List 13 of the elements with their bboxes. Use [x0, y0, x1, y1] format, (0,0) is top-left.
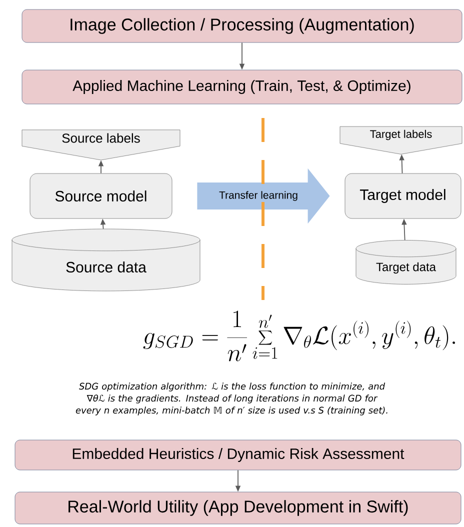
model-box: Source model — [30, 173, 172, 219]
stage-box: Image Collection / Processing (Augmentation) — [22, 9, 462, 43]
stage-box: Applied Machine Learning (Train, Test, & Optimize) — [22, 70, 462, 104]
model-box: Target model — [344, 173, 462, 219]
data-cylinder: Target data — [356, 240, 456, 284]
stage-box: Embedded Heuristics / Dynamic Risk Assessment — [14, 440, 462, 470]
label-tag: Target labels — [340, 126, 462, 154]
edge-label: Transfer learning — [218, 190, 299, 202]
label-tag: Source labels — [22, 130, 180, 160]
formula: $g_{SGD} = \frac{1}{n'} \sum_{i=1}^{n'} \nabla_{\theta} \mathcal{L}(x^{(i)}, y^{(i)}, \theta_t).$ — [143, 310, 455, 362]
caption: SDG optimization algorithm: ℒ is the loss function to minimize, and ∇θℒ is the gradients. Instead of long iterations in normal GD for every n examples, mini-batch 𝕄 of n′ size is used v.s S (training set). — [76, 382, 388, 416]
stage-box: Real-World Utility (App Development in Swift) — [14, 492, 462, 524]
data-cylinder: Source data — [12, 228, 200, 292]
